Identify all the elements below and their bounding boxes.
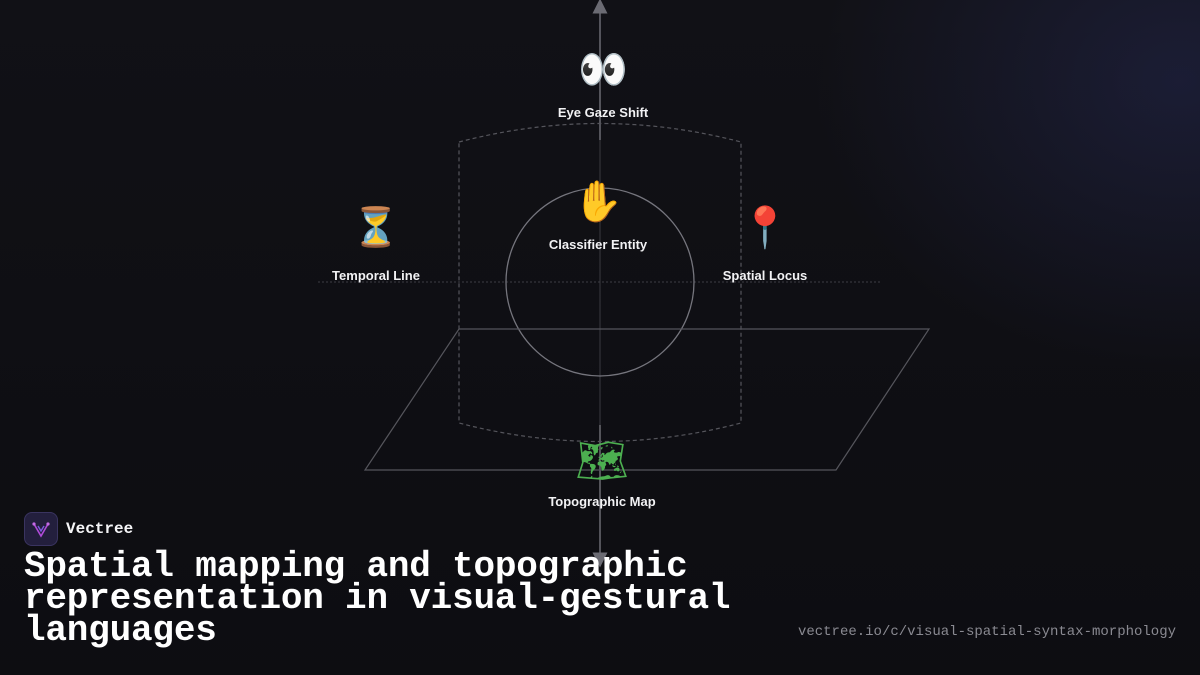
vectree-logo-icon [24, 512, 58, 546]
hourglass-icon: ⏳ [352, 205, 400, 249]
classifier-label: Classifier Entity [548, 237, 648, 252]
signing-space-outline [458, 122, 742, 443]
page-title: Spatial mapping and topographic represen… [24, 546, 731, 651]
node-eye-gaze: 👀 Eye Gaze Shift [558, 50, 648, 120]
raised-hand-icon: ✋ [573, 179, 623, 225]
eye-gaze-label: Eye Gaze Shift [557, 105, 649, 120]
ground-plane [363, 328, 931, 471]
world-map-icon: 🗺 [575, 436, 629, 485]
temporal-label: Temporal Line [332, 268, 420, 283]
node-spatial: 📍 Spatial Locus [723, 208, 808, 283]
eyes-icon: 👀 [578, 47, 628, 93]
node-topographic: 🗺 Topographic Map [548, 436, 656, 510]
pin-icon: 📍 [740, 205, 790, 251]
brand[interactable]: Vectree [24, 512, 133, 546]
brand-name: Vectree [66, 520, 134, 538]
source-url[interactable]: vectree.io/c/visual-spatial-syntax-morph… [797, 624, 1176, 640]
node-classifier: ✋ Classifier Entity [549, 182, 647, 252]
spatial-label: Spatial Locus [722, 268, 808, 283]
node-temporal: ⏳ Temporal Line [332, 208, 420, 283]
classifier-circle [505, 187, 695, 377]
topographic-label: Topographic Map [548, 494, 656, 509]
